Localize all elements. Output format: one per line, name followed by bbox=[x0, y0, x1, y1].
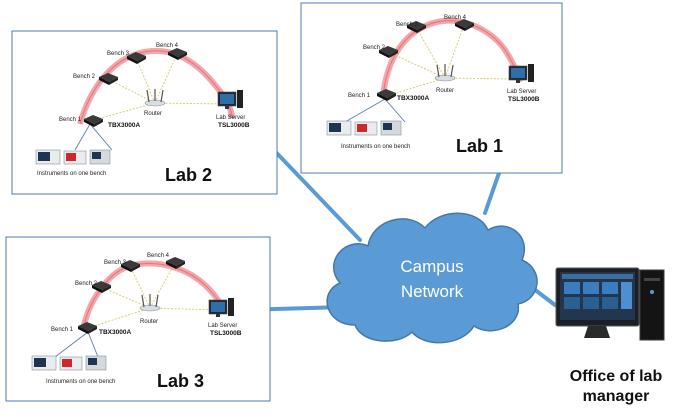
network-label-line2: Network bbox=[401, 282, 464, 301]
office-workstation: Office of lab manager bbox=[555, 267, 665, 405]
bench-3-label: Bench 3 bbox=[396, 22, 419, 28]
server-icon bbox=[208, 297, 235, 318]
instruments-icon bbox=[35, 149, 111, 165]
lab-2-panel: Bench 1 Bench 2 Bench 3 Bench 4 Router T… bbox=[11, 30, 278, 195]
tower-pc-icon bbox=[639, 269, 665, 341]
server-model-label: TSL3000B bbox=[218, 122, 250, 129]
bench-4-label: Bench 4 bbox=[444, 15, 467, 21]
switch-model-label: TBX3000A bbox=[99, 329, 131, 336]
instruments-label: Instruments on one bench bbox=[37, 171, 106, 177]
server-model-label: TSL3000B bbox=[210, 330, 242, 337]
router-label: Router bbox=[140, 319, 158, 325]
lab-1-panel: Bench 1 Bench 2 Bench 3 Bench 4 Router T… bbox=[300, 2, 563, 174]
bench-4-label: Bench 4 bbox=[156, 43, 179, 49]
lab-title: Lab 1 bbox=[456, 136, 503, 156]
router-label: Router bbox=[436, 88, 454, 94]
instruments-label: Instruments on one bench bbox=[46, 379, 115, 385]
instruments-icon bbox=[326, 120, 402, 136]
server-label: Lab Server bbox=[216, 115, 245, 121]
bench-2-label: Bench 2 bbox=[75, 281, 98, 287]
server-label: Lab Server bbox=[507, 89, 536, 95]
bench-2-label: Bench 2 bbox=[363, 45, 386, 51]
instruments-label: Instruments on one bench bbox=[341, 144, 410, 150]
network-label-line1: Campus bbox=[400, 257, 463, 276]
lab-3-panel: Bench 1 Bench 2 Bench 3 Bench 4 Router T… bbox=[5, 236, 271, 402]
office-label-line2: manager bbox=[583, 388, 650, 405]
instruments-icon bbox=[31, 355, 107, 371]
router-label: Router bbox=[144, 111, 162, 117]
server-icon bbox=[217, 89, 244, 110]
server-model-label: TSL3000B bbox=[508, 96, 540, 103]
lab-title: Lab 2 bbox=[165, 165, 212, 185]
lab-title: Lab 3 bbox=[157, 371, 204, 391]
bench-1-label: Bench 1 bbox=[348, 93, 371, 99]
switch-model-label: TBX3000A bbox=[397, 95, 429, 102]
switch-model-label: TBX3000A bbox=[108, 122, 140, 129]
server-icon bbox=[508, 63, 535, 84]
office-label-line1: Office of lab bbox=[570, 368, 663, 385]
bench-3-label: Bench 3 bbox=[107, 51, 130, 57]
bench-2-label: Bench 2 bbox=[73, 74, 96, 80]
bench-4-label: Bench 4 bbox=[147, 253, 170, 259]
bench-1-label: Bench 1 bbox=[51, 327, 74, 333]
campus-network-cloud: Campus Network bbox=[326, 212, 538, 344]
bench-1-label: Bench 1 bbox=[59, 117, 82, 123]
server-label: Lab Server bbox=[208, 323, 237, 329]
bench-3-label: Bench 3 bbox=[104, 260, 127, 266]
